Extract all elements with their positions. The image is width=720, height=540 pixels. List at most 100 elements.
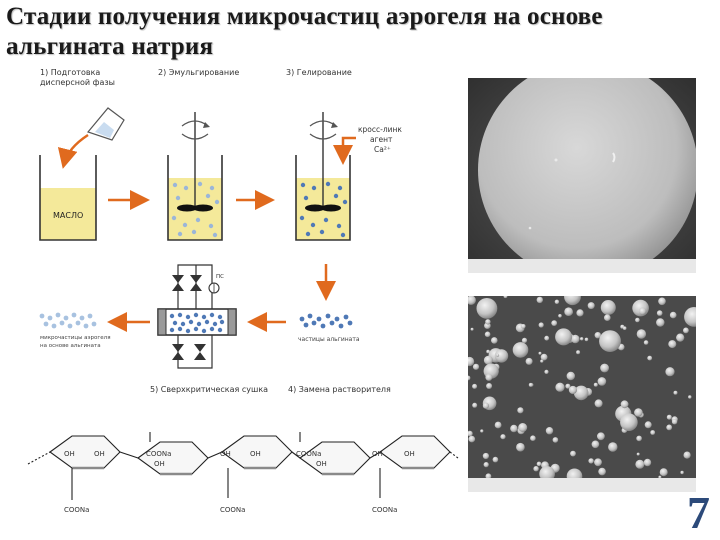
sem-microsphere (598, 467, 606, 476)
sem-microsphere (604, 314, 611, 321)
sem-microsphere (485, 319, 491, 325)
coona-label: COONa (64, 506, 89, 514)
sem-microsphere (468, 435, 476, 443)
crosslink-ion-label: Ca²⁺ (374, 145, 391, 154)
sem-microsphere (684, 307, 696, 327)
sem-microsphere (665, 367, 675, 377)
page-number: 7 (687, 487, 710, 538)
sem-microsphere (565, 383, 571, 389)
sem-microsphere (588, 458, 594, 464)
sem-microsphere (644, 421, 652, 429)
pouring-flask (86, 107, 125, 141)
oh-label: OH (154, 460, 165, 468)
sem-microsphere (608, 442, 618, 452)
sem-microsphere (483, 462, 489, 468)
coona-label: COONa (146, 450, 171, 458)
sem-microsphere (482, 402, 489, 409)
sem-microsphere (558, 314, 562, 318)
sem-microsphere (545, 427, 554, 435)
sem-microsphere (484, 331, 491, 338)
sem-microsphere (568, 385, 577, 395)
beaker-gelation (295, 112, 351, 241)
sem-microsphere (494, 421, 502, 429)
sem-microsphere (564, 307, 573, 316)
sem-microsphere (492, 456, 499, 463)
oh-label: OH (94, 450, 105, 458)
sem-microsphere (496, 353, 500, 357)
beaker-emulsion (167, 112, 223, 241)
sem-microsphere (643, 458, 652, 467)
sem-microsphere (620, 413, 638, 431)
sem-microsphere (536, 296, 543, 304)
sem-microsphere (594, 332, 601, 339)
sem-microsphere (521, 324, 526, 329)
sem-microsphere (671, 419, 678, 425)
sem-microsphere (516, 442, 525, 452)
sem-info-bar (468, 259, 696, 273)
step-3-label: 3) Гелирование (286, 68, 352, 77)
sem-microsphere (485, 473, 492, 480)
sem-microsphere (658, 475, 662, 479)
sem-microsphere (468, 296, 476, 305)
alginate-chain (27, 432, 459, 500)
sem-microsphere (483, 355, 493, 365)
sem-microsphere (555, 382, 565, 392)
sem-microsphere (544, 369, 549, 374)
sem-microsphere (482, 452, 489, 460)
sem-microsphere (666, 424, 673, 431)
sem-microsphere (480, 429, 484, 433)
sem-microsphere (551, 320, 558, 326)
sem-microsphere (659, 468, 668, 477)
sem-microsphere (669, 311, 677, 319)
sem-microsphere (517, 407, 524, 414)
sem-microsphere (539, 466, 555, 482)
sem-microsphere (540, 353, 548, 361)
process-diagram: 1) Подготовка дисперсной фазы 2) Эмульги… (27, 68, 459, 514)
gel-beads-in-beaker (299, 181, 348, 238)
sem-microsphere (638, 307, 647, 315)
sem-microsphere (620, 400, 629, 409)
sem-microsphere (472, 402, 478, 408)
sem-microsphere (538, 322, 544, 328)
sem-microsphere (491, 337, 498, 344)
step-1-sublabel: дисперсной фазы (40, 78, 115, 87)
oh-label: OH (316, 460, 327, 468)
sem-microsphere (599, 330, 621, 352)
sem-microsphere (594, 458, 602, 467)
aerogel-product-sublabel: на основе альгината (40, 343, 101, 349)
sem-microsphere (530, 435, 536, 441)
sem-microsphere (647, 355, 653, 361)
supercritical-dryer (157, 264, 237, 369)
pour-arrow (57, 133, 89, 169)
sem-image-particle-field (468, 296, 696, 492)
sem-microsphere (676, 333, 685, 342)
sem-microsphere (636, 329, 647, 339)
sem-microsphere (486, 349, 490, 354)
sem-microsphere (591, 440, 600, 449)
aerogel-particles-pile (39, 312, 97, 329)
oh-label: OH (220, 450, 231, 458)
sem-microsphere (470, 327, 474, 331)
alginate-group-labels: OH OH COONa OH OH OH COONa OH OH OH COON… (64, 450, 415, 514)
sem-microsphere (597, 377, 607, 386)
sem-microsphere (468, 375, 471, 381)
sem-microsphere (656, 310, 663, 316)
sem-microsphere (571, 334, 580, 344)
sem-microsphere (594, 399, 603, 408)
coona-label: COONa (372, 506, 397, 514)
sem-microsphere (476, 298, 498, 319)
sem-microsphere (584, 337, 589, 342)
sem-microsphere (656, 318, 665, 327)
sem-microsphere (468, 430, 473, 437)
sem-microsphere (486, 383, 493, 389)
sem-microsphere (580, 337, 584, 341)
sem-microsphere (683, 327, 689, 334)
sem-microsphere (668, 340, 677, 349)
sem-microsphere (643, 340, 649, 345)
sem-microsphere (683, 451, 691, 459)
step-2-label: 2) Эмульгирование (158, 68, 239, 77)
sem-microsphere (635, 317, 640, 323)
sem-microsphere (587, 302, 595, 310)
sem-microsphere (533, 466, 539, 472)
sem-microsphere (512, 342, 529, 358)
